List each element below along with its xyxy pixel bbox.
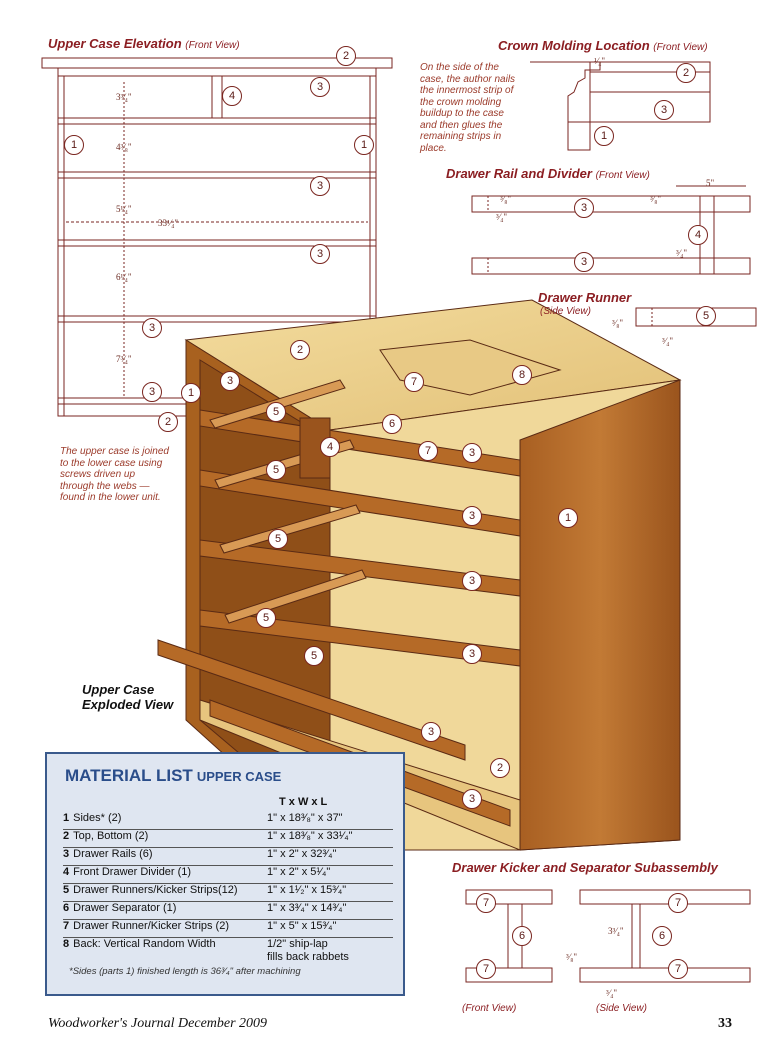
dim-4-3-8: 4³⁄₈" — [116, 142, 132, 152]
callout: 1 — [354, 135, 374, 155]
callout: 7 — [404, 372, 424, 392]
dim-33-1-4: 33¹⁄₄" — [158, 218, 179, 228]
kicker-drawing — [465, 889, 751, 983]
callout: 3 — [462, 571, 482, 591]
dim-7-3-4: 7³⁄₄" — [116, 354, 132, 364]
joined-note: The upper case is joined to the lower ca… — [60, 446, 169, 503]
callout: 8 — [512, 365, 532, 385]
callout: 5 — [304, 646, 324, 666]
callout: 3 — [462, 506, 482, 526]
crown-note: On the side of the case, the author nail… — [420, 62, 516, 154]
callout: 2 — [290, 340, 310, 360]
callout: 3 — [462, 443, 482, 463]
callout: 5 — [266, 460, 286, 480]
dim-rail-38b: ³⁄₈" — [650, 194, 662, 204]
dim-kick-38: ³⁄₈" — [566, 952, 578, 962]
material-footnote: *Sides (parts 1) finished length is 36³⁄… — [69, 966, 301, 977]
callout: 2 — [336, 46, 356, 66]
kicker-front-label: (Front View) — [462, 1003, 517, 1014]
runner-drawing — [635, 307, 757, 327]
callout: 3 — [462, 789, 482, 809]
page-number: 33 — [718, 1016, 732, 1031]
callout: 6 — [512, 926, 532, 946]
callout: 2 — [158, 412, 178, 432]
journal-footer: Woodworker's Journal December 2009 — [48, 1016, 268, 1031]
crown-drawing — [530, 61, 711, 151]
dim-6-1-4: 6¹⁄₄" — [116, 272, 132, 282]
callout: 3 — [462, 644, 482, 664]
callout: 6 — [382, 414, 402, 434]
callout: 7 — [418, 441, 438, 461]
crown-title: Crown Molding Location (Front View) — [498, 38, 708, 53]
dim-run-38: ³⁄₈" — [612, 318, 624, 328]
callout: 3 — [654, 100, 674, 120]
dim-kick-34: ³⁄₄" — [606, 988, 618, 998]
callout: 1 — [558, 508, 578, 528]
dim-rail-38: ³⁄₈" — [500, 194, 512, 204]
dim-run-34: ³⁄₄" — [662, 336, 674, 346]
callout: 3 — [574, 198, 594, 218]
material-columns: T x W x L — [279, 796, 328, 808]
callout: 7 — [476, 959, 496, 979]
kicker-side-label: (Side View) — [596, 1003, 647, 1014]
kicker-title: Drawer Kicker and Separator Subassembly — [452, 860, 718, 875]
dim-rail-5: 5" — [706, 178, 715, 188]
callout: 3 — [574, 252, 594, 272]
callout: 3 — [220, 371, 240, 391]
callout: 1 — [181, 383, 201, 403]
callout: 7 — [476, 893, 496, 913]
runner-subtitle: (Side View) — [540, 306, 591, 317]
callout: 1 — [594, 126, 614, 146]
dim-kick-334: 3³⁄₄" — [608, 926, 624, 936]
callout: 3 — [310, 176, 330, 196]
callout: 3 — [142, 318, 162, 338]
callout: 1 — [64, 135, 84, 155]
exploded-title-2: Exploded View — [82, 697, 174, 712]
callout: 4 — [320, 437, 340, 457]
rail-drawing — [471, 185, 751, 275]
rail-title: Drawer Rail and Divider (Front View) — [446, 166, 650, 181]
callout: 5 — [268, 529, 288, 549]
callout: 3 — [310, 244, 330, 264]
callout: 3 — [142, 382, 162, 402]
callout: 6 — [652, 926, 672, 946]
callout: 7 — [668, 959, 688, 979]
callout: 3 — [310, 77, 330, 97]
dim-rail-34b: ³⁄₄" — [676, 248, 688, 258]
callout: 5 — [266, 402, 286, 422]
callout: 5 — [256, 608, 276, 628]
exploded-title-1: Upper Case — [82, 682, 155, 697]
callout: 2 — [676, 63, 696, 83]
elevation-title: Upper Case Elevation (Front View) — [48, 36, 240, 51]
callout: 4 — [222, 86, 242, 106]
dim-3-3-4: 3³⁄₄" — [116, 92, 132, 102]
callout: 7 — [668, 893, 688, 913]
runner-title: Drawer Runner — [538, 290, 632, 305]
callout: 3 — [421, 722, 441, 742]
callout: 4 — [688, 225, 708, 245]
dim-rail-34: ³⁄₄" — [496, 212, 508, 222]
dim-5-1-4: 5¹⁄₄" — [116, 204, 132, 214]
dim-crown: ¹⁄₄" — [594, 56, 606, 66]
callout: 2 — [490, 758, 510, 778]
callout: 5 — [696, 306, 716, 326]
